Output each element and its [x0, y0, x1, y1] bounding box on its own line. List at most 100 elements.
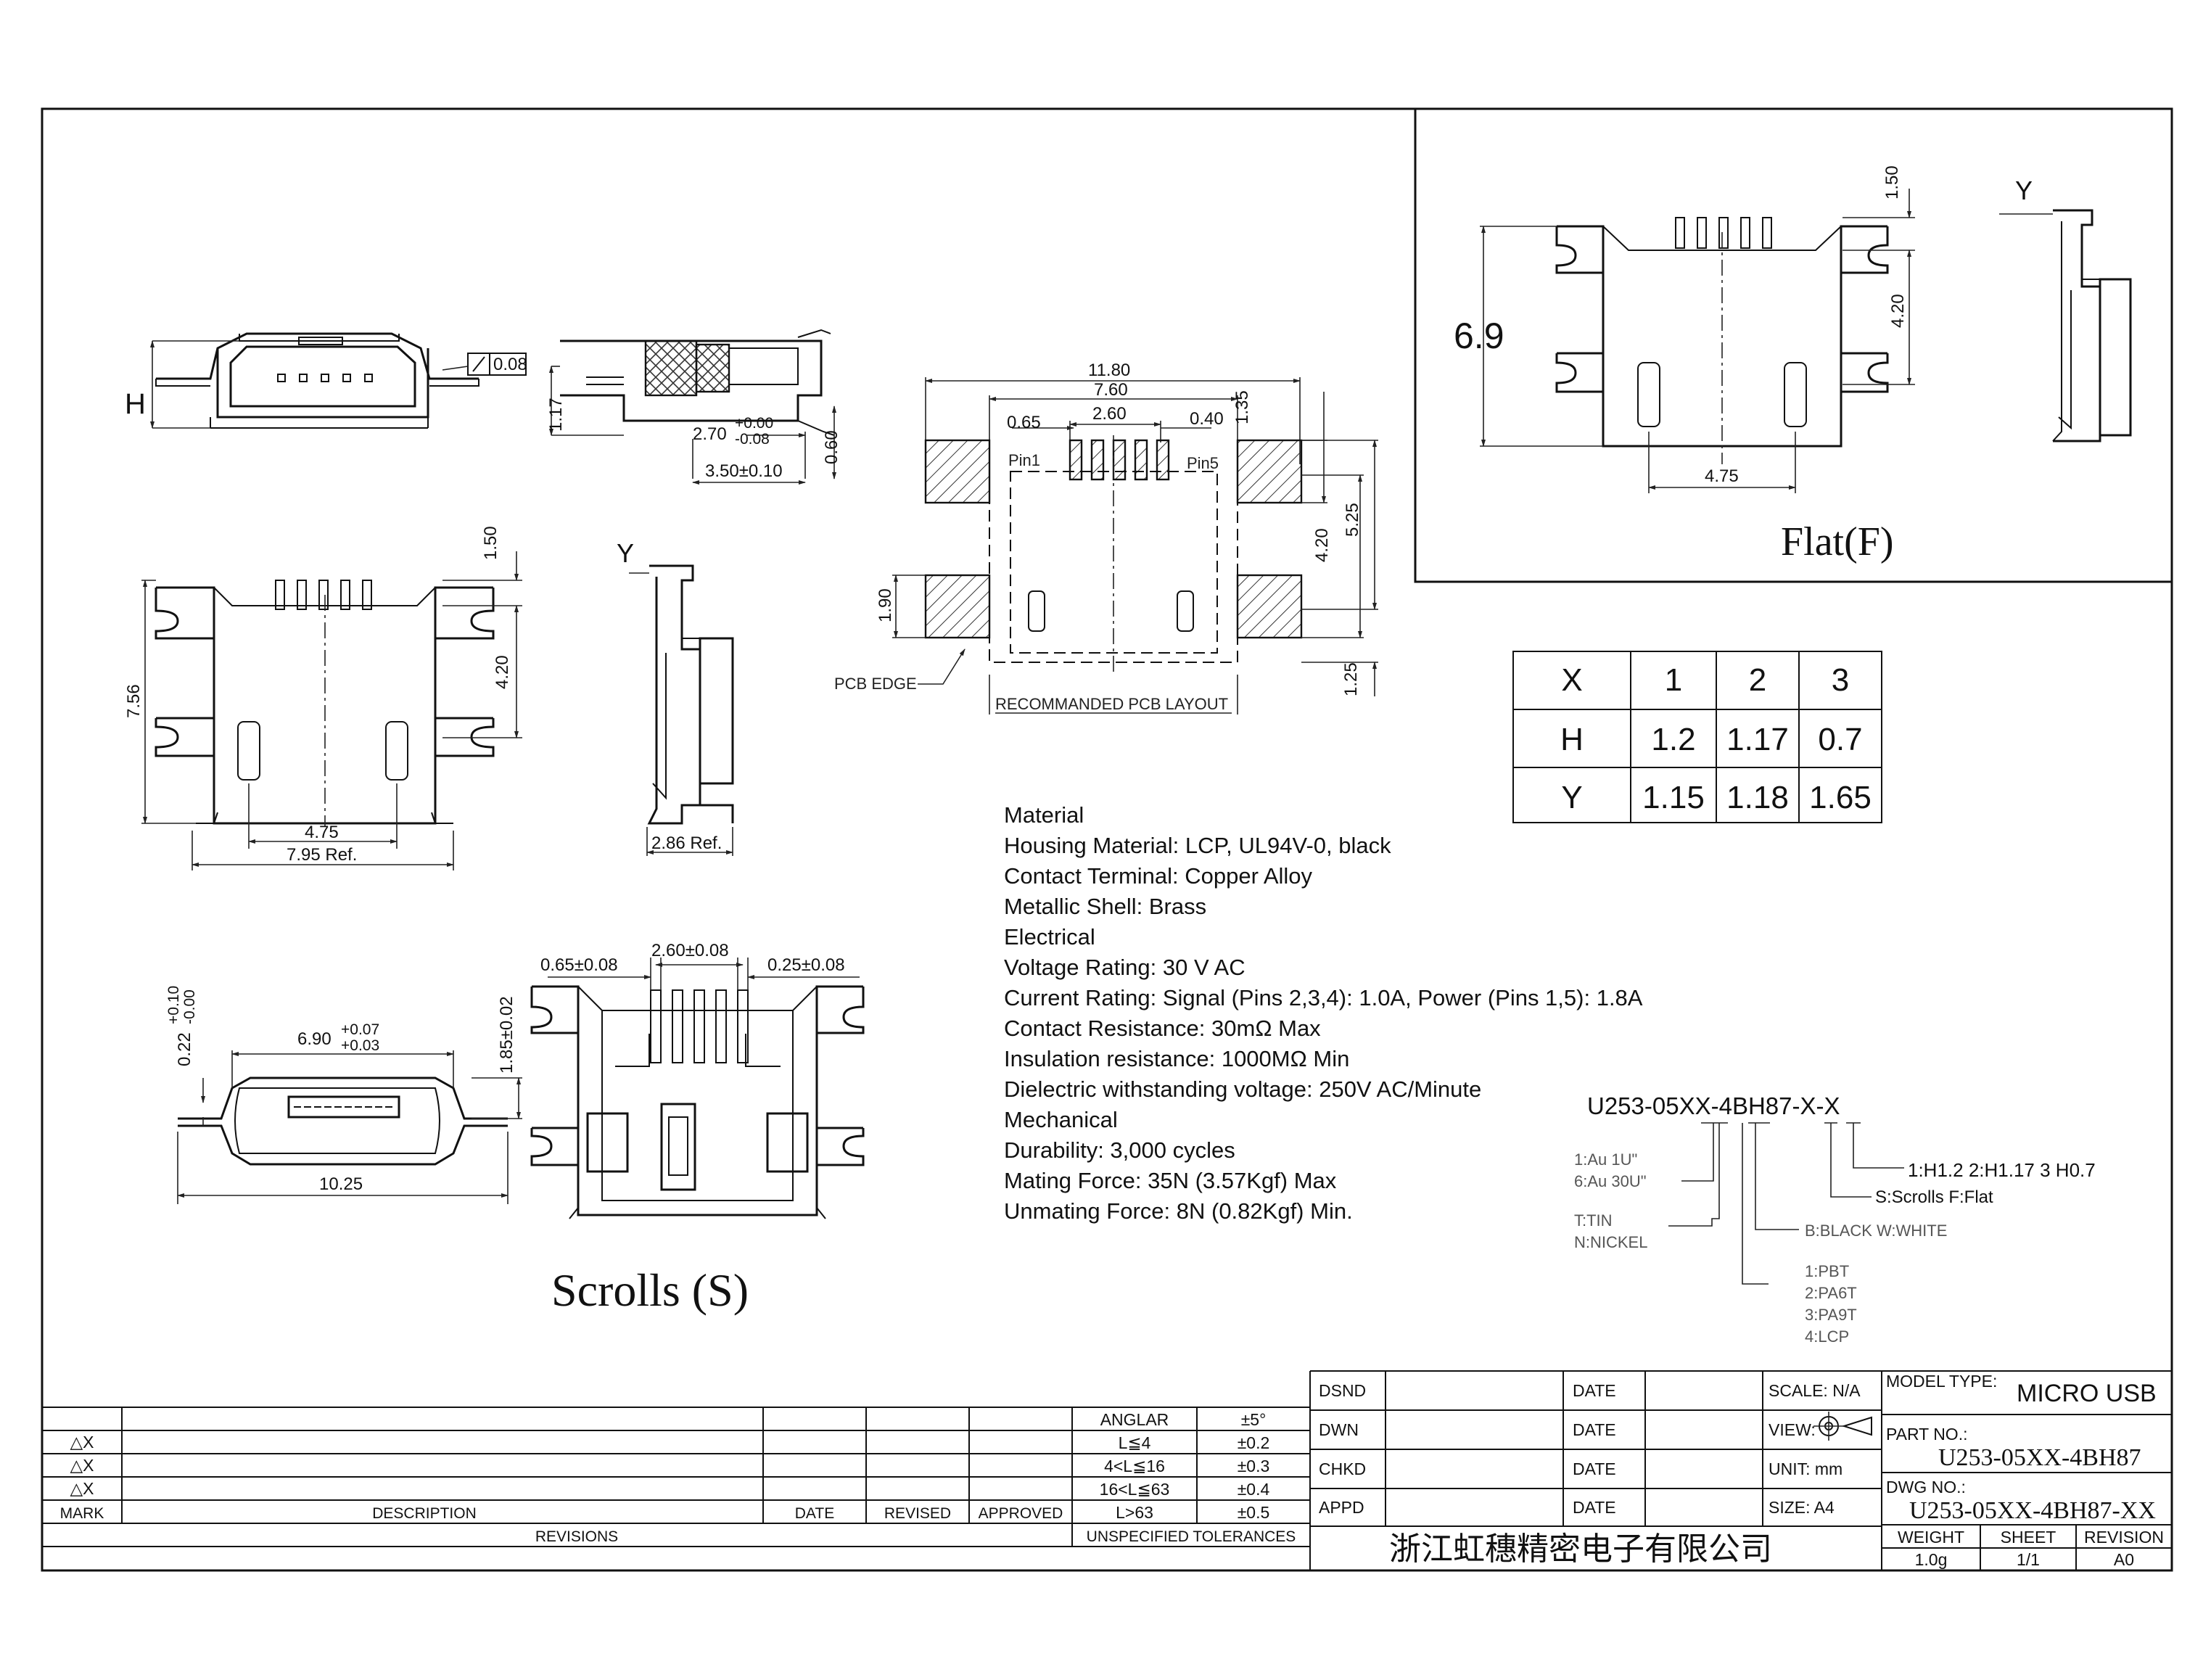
xhy-row-y-label: Y: [1561, 780, 1582, 815]
dim-0-65: 0.65: [1007, 413, 1041, 432]
date-label-appd: DATE: [1573, 1498, 1616, 1517]
dim-1-35: 1.35: [1232, 390, 1252, 424]
spec-line: Electrical: [1004, 924, 1095, 950]
dim-0-22-tol-up: +0.10: [165, 986, 182, 1024]
spec-line: Contact Resistance: 30mΩ Max: [1004, 1016, 1321, 1041]
pcb-edge-label: PCB EDGE: [834, 675, 917, 693]
dim-4-75-flat: 4.75: [1705, 466, 1739, 486]
dim-2-70-tol-dn: -0.08: [735, 431, 770, 448]
dim-4-20-left: 4.20: [493, 655, 512, 689]
spec-line: Material: [1004, 802, 1084, 828]
pcb-signal-pads: [1069, 439, 1170, 481]
spec-line: Metallic Shell: Brass: [1004, 894, 1206, 919]
flat-view-pins: [1675, 217, 1772, 249]
type-option: S:Scrolls F:Flat: [1875, 1187, 1993, 1207]
h-label: H: [125, 388, 146, 420]
date-label-dwn: DATE: [1573, 1420, 1616, 1439]
plating-1: 1:Au 1U": [1574, 1150, 1637, 1169]
part-no-label: PART NO.:: [1886, 1425, 1967, 1444]
mark-header: MARK: [60, 1505, 104, 1522]
top-view-pins: [650, 989, 749, 1063]
xhy-row-y-2: 1.18: [1726, 780, 1789, 815]
dim-2-60b: 2.60±0.08: [651, 941, 729, 960]
dim-7-56: 7.56: [124, 684, 144, 718]
part-code-breakdown: U253-05XX-4BH87-X-X 1:Au 1U" 6:Au 30U" T…: [1574, 1092, 2096, 1346]
revision-label: REVISION: [2084, 1528, 2164, 1547]
dim-6-90: 6.90: [297, 1029, 332, 1049]
dim-1-50-flat: 1.50: [1882, 165, 1902, 199]
spec-line: Mechanical: [1004, 1107, 1118, 1132]
flat-title: Flat(F): [1781, 519, 1894, 564]
pin1-label: Pin1: [1008, 451, 1040, 469]
material-1: 1:PBT: [1805, 1262, 1849, 1280]
revision-mark-1: △X: [70, 1433, 94, 1452]
spec-line: Current Rating: Signal (Pins 2,3,4): 1.0…: [1004, 985, 1643, 1010]
dim-6-9-flat: 6.9: [1454, 316, 1504, 356]
spec-line: Unmating Force: 8N (0.82Kgf) Min.: [1004, 1198, 1353, 1224]
part-no: U253-05XX-4BH87: [1938, 1444, 2141, 1471]
dim-2-70: 2.70: [693, 424, 727, 444]
revision-mark-3: △X: [70, 1479, 94, 1498]
height-option: 1:H1.2 2:H1.17 3 H0.7: [1908, 1159, 2096, 1181]
sheet-value: 1/1: [2017, 1550, 2040, 1569]
date-label-chkd: DATE: [1573, 1459, 1616, 1478]
material-2: 2:PA6T: [1805, 1284, 1857, 1302]
dim-4-20-pcb: 4.20: [1312, 528, 1332, 562]
dim-2-60: 2.60: [1092, 404, 1127, 424]
spec-line: Dielectric withstanding voltage: 250V AC…: [1004, 1076, 1481, 1102]
dim-flatness: 0.08: [493, 355, 527, 374]
top-view-scrolls: [530, 958, 865, 1219]
dim-7-60: 7.60: [1094, 380, 1128, 400]
date-header: DATE: [795, 1505, 834, 1522]
tolerance-value-1: ±0.2: [1238, 1433, 1270, 1452]
weight-label: WEIGHT: [1898, 1528, 1964, 1547]
dim-6-90-tol-up: +0.07: [341, 1021, 379, 1038]
dim-1-17: 1.17: [546, 398, 566, 432]
tolerance-range-3: 16<L≦63: [1100, 1480, 1170, 1499]
dim-4-20-flat: 4.20: [1888, 294, 1908, 328]
flat-view: [1480, 189, 2132, 493]
pcb-layout-label: RECOMMANDED PCB LAYOUT: [995, 695, 1228, 713]
dim-3-50: 3.50±0.10: [705, 461, 783, 481]
dim-1-90: 1.90: [876, 588, 895, 622]
role-dsnd: DSND: [1319, 1381, 1366, 1400]
title-block: [1310, 1370, 2172, 1570]
sheet-label: SHEET: [2001, 1528, 2056, 1547]
xhy-row-y-3: 1.65: [1809, 780, 1872, 815]
xhy-row-h-2: 1.17: [1726, 722, 1789, 757]
dim-1-25: 1.25: [1341, 662, 1361, 696]
spec-line: Housing Material: LCP, UL94V-0, black: [1004, 833, 1391, 858]
dim-10-25: 10.25: [319, 1174, 363, 1194]
dim-0-22: 0.22: [175, 1032, 194, 1066]
xhy-row-h-3: 0.7: [1818, 722, 1862, 757]
role-appd: APPD: [1319, 1498, 1364, 1517]
tolerance-range-1: L≦4: [1119, 1433, 1151, 1452]
dim-2-86: 2.86 Ref.: [651, 833, 722, 853]
dim-2-70-tol-up: +0.00: [735, 415, 773, 432]
size-label: SIZE: A4: [1769, 1498, 1835, 1517]
bottom-view-scrolls: [141, 551, 522, 870]
bottom-view-pins: [275, 580, 372, 610]
pcb-holes: [1028, 590, 1194, 632]
specifications: Material Housing Material: LCP, UL94V-0,…: [1004, 802, 1643, 1224]
y-label-flat: Y: [2015, 176, 2033, 205]
front-view: [150, 332, 527, 429]
y-label-left: Y: [617, 538, 634, 568]
xhy-row-h-label: H: [1560, 722, 1584, 757]
dim-7-95: 7.95 Ref.: [287, 845, 357, 865]
dim-5-25: 5.25: [1343, 503, 1362, 537]
anglar-label: ANGLAR: [1100, 1410, 1169, 1429]
company-name: 浙江虹穗精密电子有限公司: [1389, 1531, 1772, 1567]
pcb-layout-view: [892, 377, 1378, 715]
dwg-no-label: DWG NO.:: [1886, 1478, 1966, 1496]
model-type: MICRO USB: [2017, 1380, 2157, 1407]
dim-0-60: 0.60: [822, 430, 841, 464]
weight-value: 1.0g: [1915, 1550, 1948, 1569]
dim-1-85: 1.85±0.02: [497, 996, 516, 1074]
side-view-y: [629, 564, 734, 856]
revision-mark-2: △X: [70, 1456, 94, 1475]
revisions-label: REVISIONS: [535, 1528, 618, 1545]
material-4: 4:LCP: [1805, 1327, 1849, 1346]
role-chkd: CHKD: [1319, 1459, 1366, 1478]
